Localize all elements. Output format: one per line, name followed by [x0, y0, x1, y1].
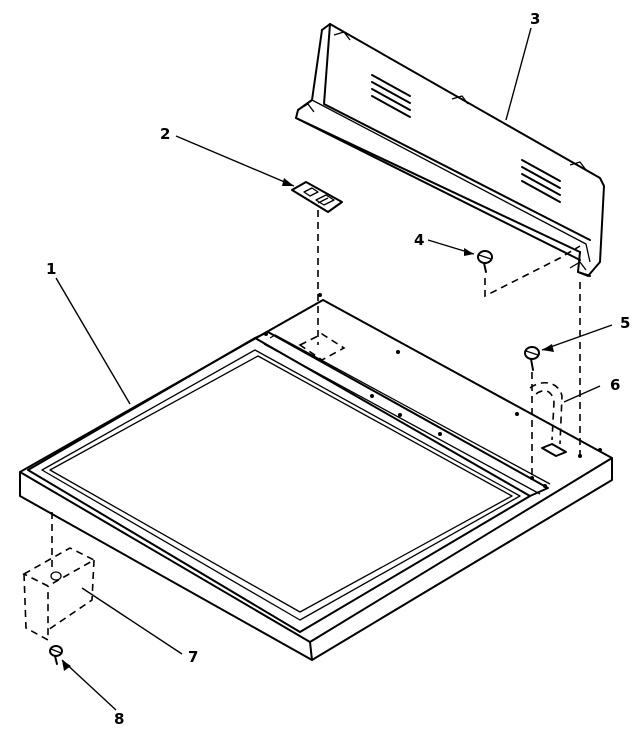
- callout-3: 3: [530, 10, 540, 28]
- corner-bracket: [22, 547, 96, 642]
- hole: [515, 412, 519, 416]
- callout-5: 5: [620, 314, 630, 332]
- hole: [318, 293, 322, 297]
- leader-lines: [55, 27, 613, 711]
- label-plate: [291, 181, 343, 213]
- callout-1: 1: [46, 260, 56, 278]
- callouts: 1 2 3 4 5 6 7 8: [46, 10, 630, 728]
- callout-8: 8: [114, 710, 124, 728]
- top-panel: [19, 293, 613, 661]
- hole: [543, 484, 547, 488]
- hole: [370, 394, 374, 398]
- screw-5: [524, 346, 540, 371]
- hole: [264, 332, 268, 336]
- callout-7: 7: [188, 648, 198, 666]
- callout-4: 4: [414, 231, 424, 249]
- screw-8: [49, 645, 63, 665]
- alignment-lines: [51, 210, 581, 570]
- hole: [438, 432, 442, 436]
- callout-6: 6: [610, 376, 620, 394]
- callout-2: 2: [160, 125, 170, 143]
- hole: [530, 476, 534, 480]
- hole: [396, 350, 400, 354]
- backguard: [295, 23, 605, 277]
- screw-4: [477, 245, 581, 298]
- hole: [598, 448, 602, 452]
- hole: [398, 413, 402, 417]
- wire-hinge: [529, 381, 567, 457]
